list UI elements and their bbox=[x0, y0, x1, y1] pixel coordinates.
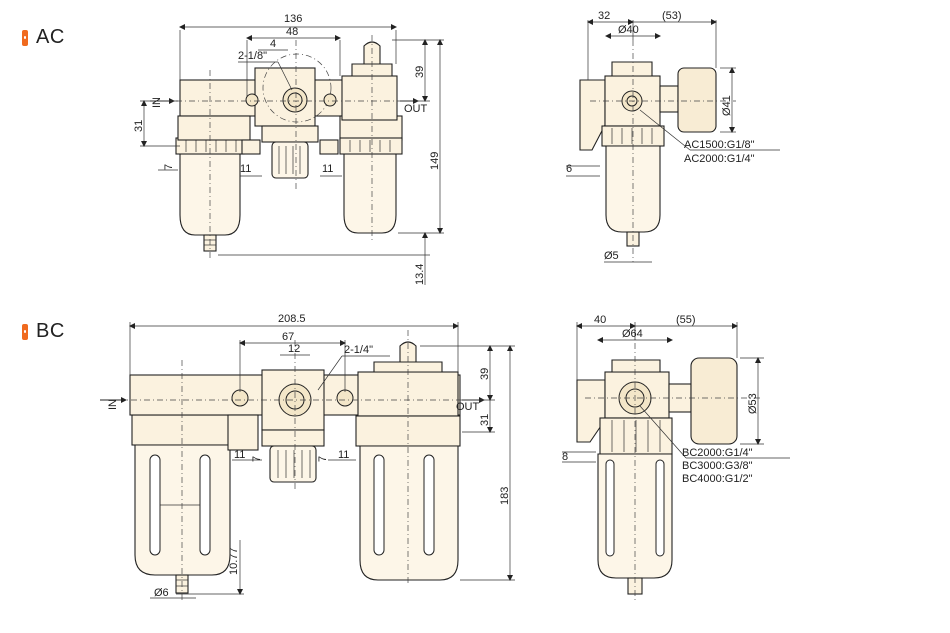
bc-side-spec-1: BC2000:G1/4" bbox=[682, 447, 753, 459]
ac-dim-total: 149 bbox=[429, 152, 441, 170]
bc-front-view: IN OUT 208.5 67 12 2-1/4" 39 31 183 7 7 bbox=[100, 313, 515, 600]
bc-dim-mid: 67 bbox=[282, 331, 294, 343]
bc-side-dim-eight: 8 bbox=[562, 451, 568, 463]
section-tag-bc: BC bbox=[22, 320, 65, 343]
ac-side-spec-2: AC2000:G1/4" bbox=[684, 153, 755, 165]
ac-dim-top: 39 bbox=[414, 66, 426, 78]
bc-filter-slot-right bbox=[199, 454, 211, 556]
ac-in-label: IN bbox=[151, 97, 163, 108]
bc-dim-bottom: 10.77 bbox=[228, 547, 240, 575]
ac-front-view: IN OUT 136 48 4 2-1/8" 39 149 13.4 bbox=[133, 13, 444, 285]
ac-dim-overall: 136 bbox=[284, 13, 302, 25]
ac-regulator-knob bbox=[271, 141, 309, 179]
bc-dim-ll-left: 11 bbox=[234, 449, 245, 461]
bc-dim-drain: Ø6 bbox=[154, 587, 169, 599]
bc-dim-in-height: 31 bbox=[479, 414, 491, 426]
ac-side-bracket bbox=[579, 79, 606, 151]
bc-filter-slot-left bbox=[149, 454, 161, 556]
ac-dim-ll-left: 11 bbox=[240, 163, 251, 175]
bc-side-slot-right bbox=[655, 459, 665, 557]
ac-side-view: 32 (53) Ø40 Ø41 6 Ø5 AC1500:G1/8" AC2000… bbox=[566, 10, 780, 263]
ac-dim-small: 4 bbox=[270, 38, 276, 50]
ac-dim-mid: 48 bbox=[286, 26, 298, 38]
ac-side-dim-six: 6 bbox=[566, 163, 572, 175]
ac-side-dim-right: (53) bbox=[662, 10, 682, 22]
ac-side-dim-drain: Ø5 bbox=[604, 250, 619, 262]
ac-dim-in-height: 31 bbox=[133, 120, 145, 132]
bc-filter-bowl bbox=[134, 444, 231, 576]
ac-dim-ll-right: 11 bbox=[322, 163, 333, 175]
section-label-ac: AC bbox=[36, 26, 65, 48]
bc-lubricator-cap bbox=[373, 361, 443, 373]
bc-dim-ll-right: 11 bbox=[338, 449, 349, 461]
bc-out-label: OUT bbox=[456, 401, 480, 413]
ac-dim-seven: 7 bbox=[163, 164, 175, 170]
ac-side-gauge bbox=[677, 67, 717, 133]
bc-side-gauge bbox=[690, 357, 738, 445]
ac-side-dim-dia: Ø40 bbox=[618, 24, 639, 36]
ac-port-circle bbox=[282, 87, 308, 113]
ac-side-dim-left: 32 bbox=[598, 10, 610, 22]
bc-dim-seven-left: 7 bbox=[251, 456, 263, 462]
bc-lubricator-slot-right bbox=[423, 454, 435, 556]
bc-lubricator-slot-left bbox=[373, 454, 385, 556]
bc-side-dim-gauge: Ø53 bbox=[747, 393, 759, 414]
bc-side-spec-3: BC4000:G1/2" bbox=[682, 473, 753, 485]
orange-marker-icon bbox=[22, 323, 28, 340]
ac-dim-ports: 2-1/8" bbox=[238, 50, 267, 62]
bc-side-dim-dia: Ø64 bbox=[622, 328, 643, 340]
bc-dim-small: 12 bbox=[288, 343, 300, 355]
ac-lubricator-bowl bbox=[343, 144, 397, 234]
bc-dim-ports: 2-1/4" bbox=[344, 344, 373, 356]
bc-dim-seven-right: 7 bbox=[317, 456, 329, 462]
bc-side-view: 40 (55) Ø64 Ø53 8 BC2000:G1/4" BC3000:G3… bbox=[562, 314, 790, 600]
bc-dim-top: 39 bbox=[479, 368, 491, 380]
bc-dim-overall: 208.5 bbox=[278, 313, 306, 325]
section-label-bc: BC bbox=[36, 320, 65, 342]
ac-lubricator-body bbox=[341, 75, 398, 121]
bc-in-label: IN bbox=[107, 399, 119, 410]
bc-side-bracket bbox=[576, 379, 606, 443]
bc-side-spec-2: BC3000:G3/8" bbox=[682, 460, 753, 472]
bc-regulator-knob bbox=[269, 445, 317, 483]
ac-dim-bottom: 13.4 bbox=[414, 264, 426, 285]
bc-dim-total: 183 bbox=[499, 487, 511, 505]
ac-side-dim-gauge: Ø41 bbox=[721, 95, 733, 116]
bc-side-dim-right: (55) bbox=[676, 314, 696, 326]
bc-side-slot-left bbox=[605, 459, 615, 557]
ac-side-spec-1: AC1500:G1/8" bbox=[684, 139, 755, 151]
bc-side-dim-left: 40 bbox=[594, 314, 606, 326]
orange-marker-icon bbox=[22, 29, 28, 46]
section-tag-ac: AC bbox=[22, 26, 65, 49]
ac-out-label: OUT bbox=[404, 103, 428, 115]
